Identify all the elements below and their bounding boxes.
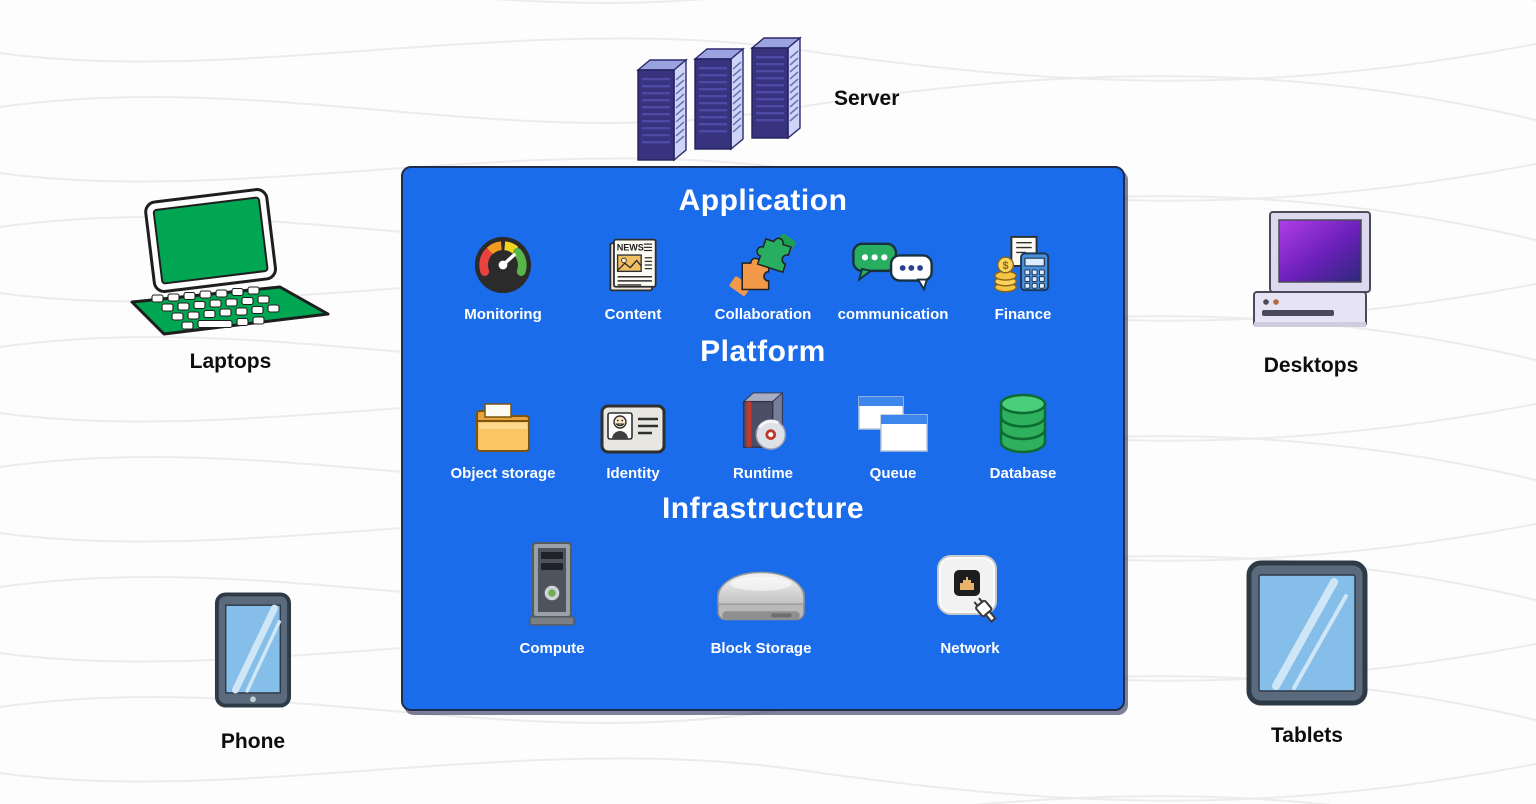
service-object-storage: Object storage	[439, 379, 567, 482]
collaboration-label: Collaboration	[714, 306, 812, 323]
book-cd-icon	[742, 391, 787, 450]
database-label: Database	[989, 465, 1057, 482]
infrastructure-title: Infrastructure	[661, 492, 865, 525]
service-compute: Compute	[477, 536, 627, 657]
device-tablets: Tablets	[1246, 560, 1368, 748]
puzzle-hands-icon	[729, 234, 797, 296]
device-laptops: Laptops	[128, 188, 333, 374]
laptop-icon	[130, 188, 330, 336]
folder-icon	[476, 403, 530, 452]
content-label: Content	[604, 306, 662, 323]
phone-icon	[214, 592, 292, 708]
laptops-label: Laptops	[189, 350, 272, 373]
service-content: NEWS Content	[569, 228, 697, 323]
service-runtime: Runtime	[699, 379, 827, 482]
service-database: Database	[959, 379, 1087, 482]
service-communication: communication	[829, 228, 957, 323]
server-rack-icon	[637, 37, 801, 161]
application-row: Monitoring NEWS Conte	[429, 228, 1097, 323]
block-storage-label: Block Storage	[710, 640, 812, 657]
windows-icon	[858, 396, 928, 452]
platform-title: Platform	[700, 335, 826, 368]
desktop-computer-icon	[1253, 211, 1371, 327]
network-label: Network	[940, 640, 1000, 657]
server-label: Server	[834, 87, 900, 110]
service-collaboration: Collaboration	[699, 228, 827, 323]
application-title: Application	[678, 184, 848, 217]
communication-label: communication	[837, 306, 949, 323]
finance-label: Finance	[994, 306, 1052, 323]
service-network: Network	[895, 536, 1045, 657]
device-phone: Phone	[214, 592, 292, 754]
queue-label: Queue	[869, 465, 917, 482]
service-block-storage: Block Storage	[686, 536, 836, 657]
disk-drive-icon	[717, 571, 805, 621]
service-identity: Identity	[569, 379, 697, 482]
compute-label: Compute	[519, 640, 585, 657]
newspaper-icon: NEWS	[609, 238, 657, 292]
device-server: Server	[636, 36, 899, 162]
calculator-coins-icon: $	[994, 235, 1050, 293]
newspaper-title-text: NEWS	[617, 243, 644, 253]
runtime-label: Runtime	[733, 465, 793, 482]
service-finance: $ Finance	[959, 228, 1087, 323]
service-queue: Queue	[829, 379, 957, 482]
gauge-icon	[474, 236, 532, 294]
tablet-icon	[1246, 560, 1368, 706]
id-card-icon	[600, 404, 666, 454]
monitoring-label: Monitoring	[464, 306, 542, 323]
chat-bubbles-icon	[852, 242, 933, 292]
device-desktops: Desktops	[1248, 210, 1374, 378]
dollar-sign-text: $	[1003, 260, 1009, 272]
phone-label: Phone	[220, 730, 286, 753]
infrastructure-row: Compute	[429, 536, 1097, 657]
platform-row: Object storage Identity	[429, 379, 1097, 482]
object-storage-label: Object storage	[450, 465, 556, 482]
identity-label: Identity	[606, 465, 660, 482]
service-monitoring: Monitoring	[439, 228, 567, 323]
tablets-label: Tablets	[1271, 724, 1343, 747]
network-plug-icon	[937, 555, 997, 623]
server-tower-icon	[529, 542, 575, 626]
database-cylinder-icon	[999, 393, 1047, 454]
cloud-stack-panel: Application Monitoring	[401, 166, 1125, 711]
desktops-label: Desktops	[1263, 354, 1359, 377]
